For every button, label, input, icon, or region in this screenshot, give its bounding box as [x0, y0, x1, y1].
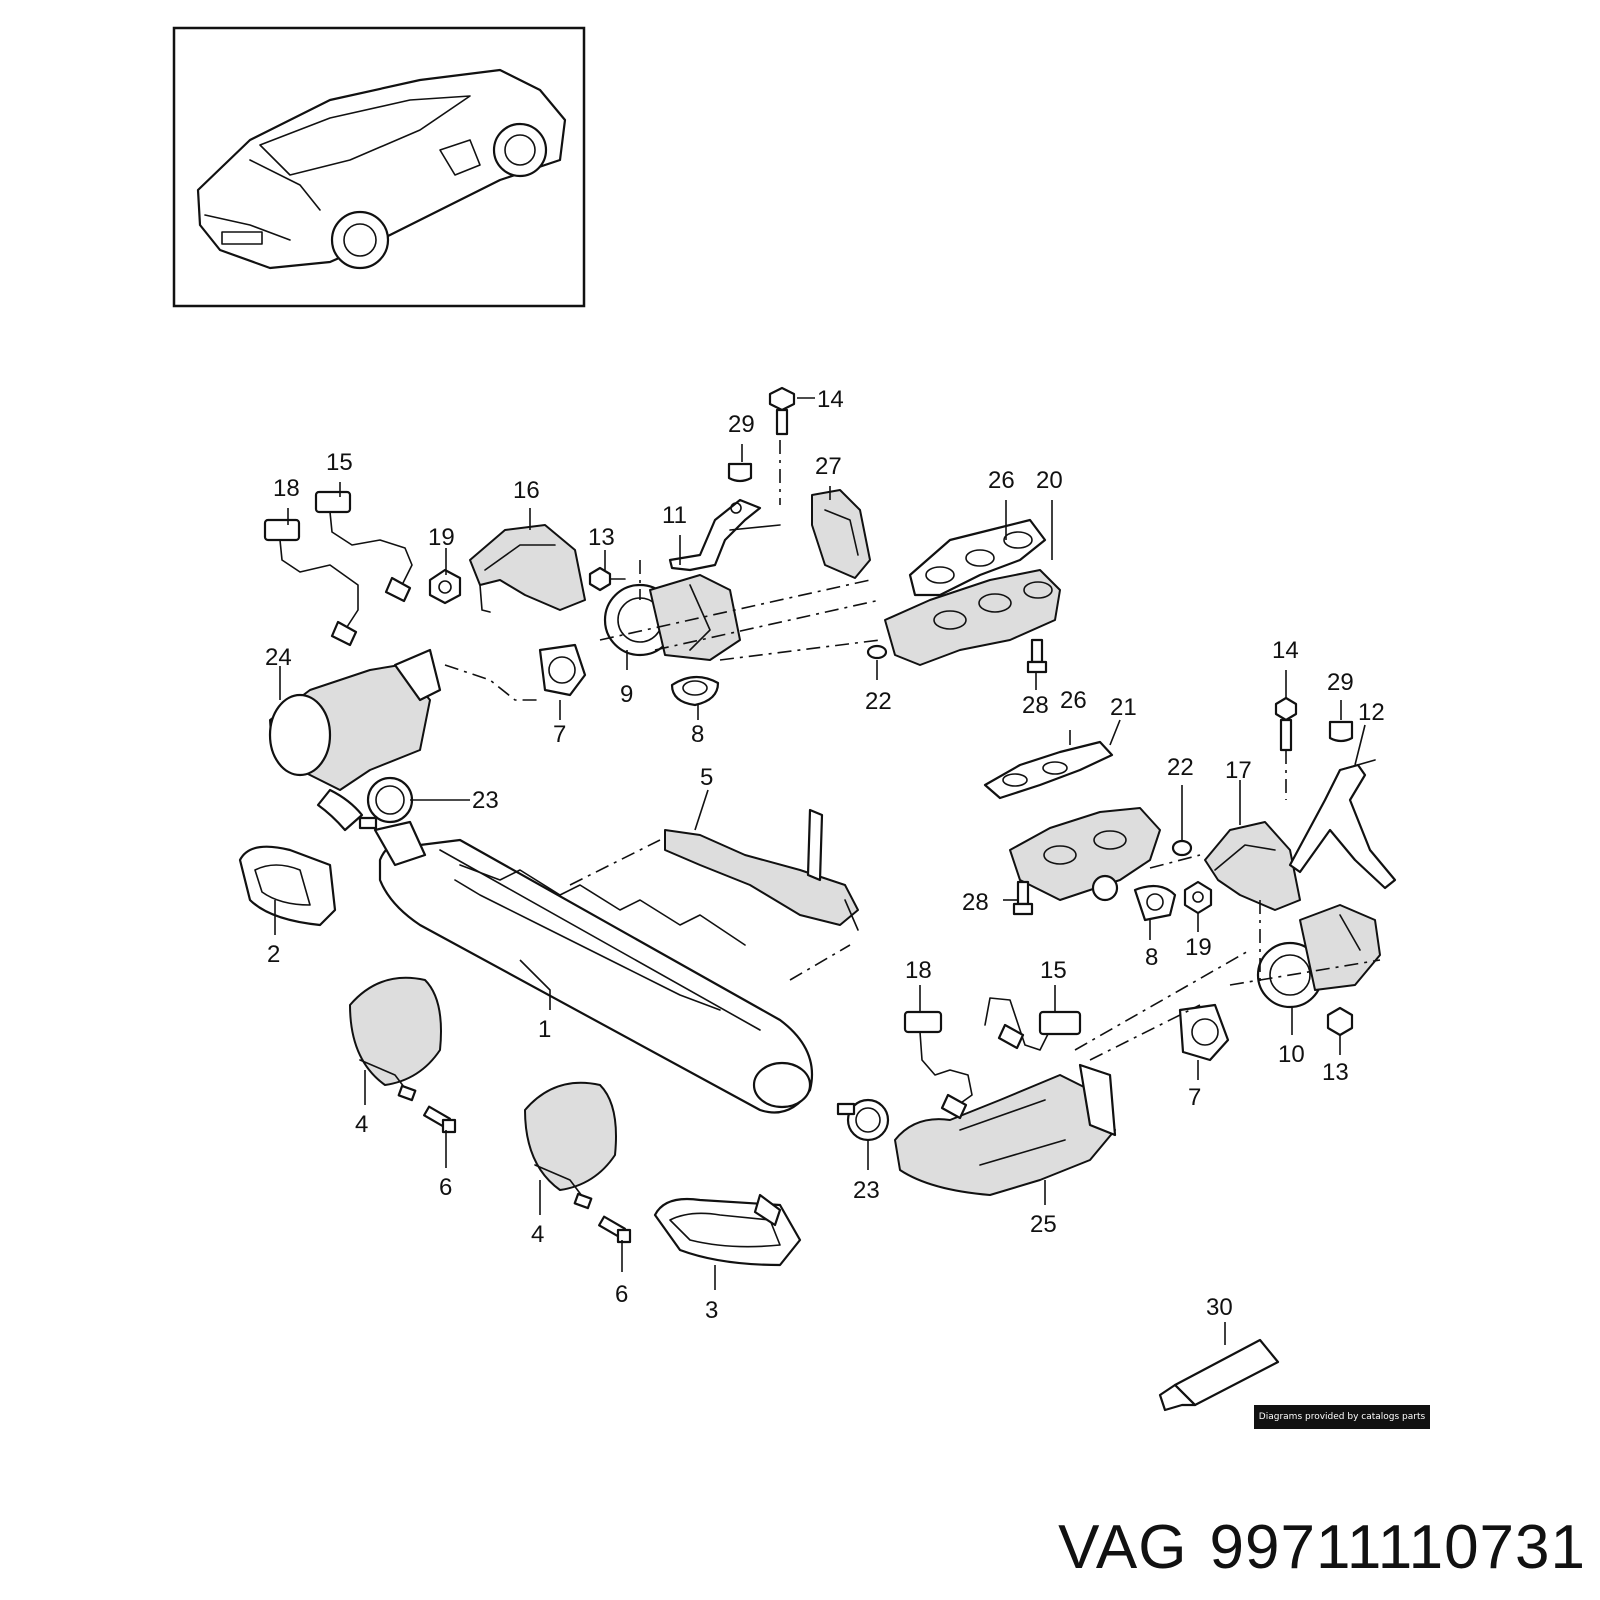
- callout-29-upper: 29: [728, 411, 755, 438]
- callout-15-upper: 15: [326, 449, 353, 476]
- gasket-7-lower: [1178, 1003, 1230, 1062]
- bolt-13-lower: [1326, 1006, 1354, 1037]
- gasket-8-upper: [670, 675, 720, 707]
- callout-14-lower: 14: [1272, 637, 1299, 664]
- brand-name: VAG: [1058, 1513, 1188, 1582]
- oxygen-sensor-18-lower: [903, 1010, 973, 1120]
- callout-6-lower: 6: [615, 1281, 628, 1308]
- bolt-28-upper: [1026, 638, 1048, 674]
- part-title: VAG 99711110731: [1058, 1512, 1586, 1583]
- bracket-11: [668, 498, 781, 572]
- heat-shield-27: [811, 489, 871, 579]
- tailpipe-2: [238, 845, 337, 927]
- callout-11: 11: [662, 502, 687, 529]
- callout-26-upper: 26: [988, 467, 1015, 494]
- turbocharger-10: [1256, 904, 1381, 1009]
- bracket-12: [1288, 759, 1397, 890]
- callout-19-upper: 19: [428, 524, 455, 551]
- bolt-6-upper: [423, 1105, 457, 1134]
- callout-8-lower: 8: [1145, 944, 1158, 971]
- callout-14-upper: 14: [817, 386, 844, 413]
- heat-shield-5: [664, 808, 859, 931]
- bolt-13-upper: [588, 566, 626, 592]
- callout-7-upper: 7: [553, 721, 566, 748]
- callout-19-lower: 19: [1185, 934, 1212, 961]
- vehicle-inset: [172, 26, 586, 308]
- callout-4-lower: 4: [531, 1221, 544, 1248]
- bolt-28-lower: [1012, 880, 1034, 916]
- part-number: 99711110731: [1209, 1513, 1586, 1582]
- callout-17: 17: [1225, 757, 1252, 784]
- nut-22-lower: [1171, 839, 1193, 857]
- manifold-gasket-26-upper: [908, 518, 1047, 597]
- nut-19-lower: [1183, 880, 1213, 915]
- oxygen-sensor-15-lower: [984, 997, 1082, 1051]
- callout-2: 2: [267, 941, 280, 968]
- catalytic-converter-24: [268, 648, 442, 832]
- callout-28-upper: 28: [1022, 692, 1049, 719]
- callout-labels: 14 29 27 26 20 15 18 16 11 19 13 24 9 22…: [265, 386, 1385, 1324]
- callout-13-lower: 13: [1322, 1059, 1349, 1086]
- turbocharger-9: [603, 574, 741, 661]
- catalytic-converter-25: [894, 1063, 1117, 1196]
- oxygen-sensor-18-upper: [263, 518, 359, 647]
- rear-muffler-1: [373, 820, 814, 1114]
- callout-18-lower: 18: [905, 957, 932, 984]
- heat-shield-17: [1204, 821, 1301, 911]
- tailpipe-trim-4-upper: [349, 976, 442, 1102]
- callout-13-upper: 13: [588, 524, 615, 551]
- callout-12: 12: [1358, 699, 1385, 726]
- tailpipe-3: [653, 1193, 802, 1267]
- callout-16: 16: [513, 477, 540, 504]
- callout-10: 10: [1278, 1041, 1305, 1068]
- leader-lines: [274, 397, 1366, 1345]
- bolt-14-upper: [768, 386, 796, 436]
- callout-26-lower: 26: [1060, 687, 1087, 714]
- callout-8-upper: 8: [691, 721, 704, 748]
- rubber-mount-29-upper: [727, 462, 753, 483]
- callout-1: 1: [538, 1016, 551, 1043]
- callout-15-lower: 15: [1040, 957, 1067, 984]
- nut-22-upper: [866, 644, 888, 660]
- sealing-paste-tube-30: [1158, 1338, 1280, 1412]
- bolt-14-lower: [1274, 696, 1298, 752]
- callout-6-upper: 6: [439, 1174, 452, 1201]
- exhaust-manifold-20: [884, 569, 1061, 666]
- callout-24: 24: [265, 644, 292, 671]
- callout-5: 5: [700, 764, 713, 791]
- callout-27: 27: [815, 453, 842, 480]
- tailpipe-trim-4-lower: [524, 1081, 617, 1210]
- nut-19-upper: [428, 568, 462, 605]
- diagram-credit-badge: Diagrams provided by catalogs parts: [1254, 1405, 1430, 1429]
- callout-21: 21: [1110, 694, 1137, 721]
- clamp-23-upper: [358, 776, 414, 830]
- callout-30: 30: [1206, 1294, 1233, 1321]
- callout-18-upper: 18: [273, 475, 300, 502]
- callout-4-upper: 4: [355, 1111, 368, 1138]
- callout-3: 3: [705, 1297, 718, 1324]
- callout-22-upper: 22: [865, 688, 892, 715]
- callout-20: 20: [1036, 467, 1063, 494]
- manifold-gasket-26-lower: [983, 740, 1114, 800]
- assembly-lines: [444, 440, 1381, 1061]
- callout-25: 25: [1030, 1211, 1057, 1238]
- callout-28-lower: 28: [962, 889, 989, 916]
- gasket-7-upper: [538, 643, 587, 697]
- exhaust-manifold-21: [1009, 807, 1161, 902]
- rubber-mount-29-lower: [1328, 720, 1354, 743]
- oxygen-sensor-15-upper: [314, 490, 413, 603]
- bolt-6-lower: [598, 1215, 632, 1244]
- callout-23-lower: 23: [853, 1177, 880, 1204]
- car-illustration: [196, 68, 567, 270]
- callout-23-upper: 23: [472, 787, 499, 814]
- clamp-23-lower: [836, 1098, 890, 1142]
- heat-shield-16: [469, 524, 586, 613]
- callout-22-lower: 22: [1167, 754, 1194, 781]
- gasket-8-lower: [1133, 884, 1177, 922]
- callout-29-lower: 29: [1327, 669, 1354, 696]
- callout-7-lower: 7: [1188, 1084, 1201, 1111]
- callout-9: 9: [620, 681, 633, 708]
